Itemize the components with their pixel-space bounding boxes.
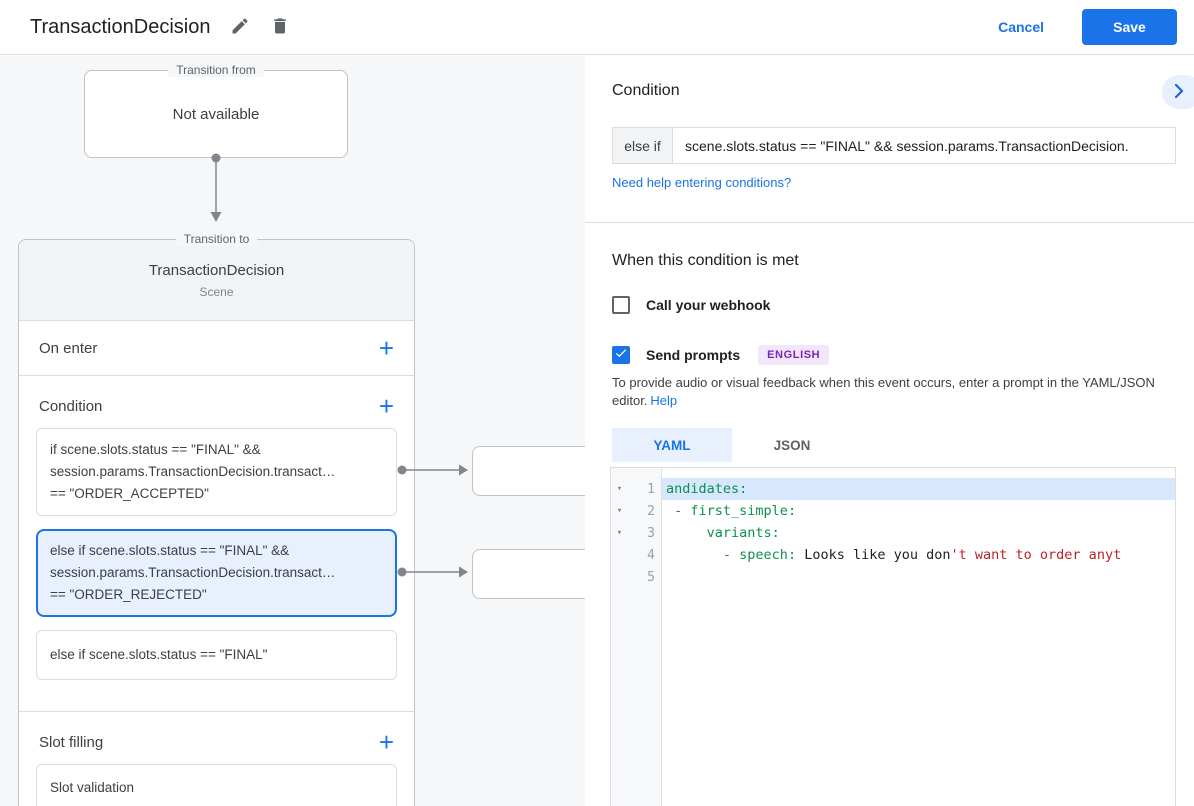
condition-card-final[interactable]: else if scene.slots.status == "FINAL" [36,630,397,680]
line-number: 1 [647,481,655,497]
condition-line: session.params.TransactionDecision.trans… [50,464,336,479]
condition-line: session.params.TransactionDecision.trans… [50,565,336,580]
condition-card-rejected-selected[interactable]: else if scene.slots.status == "FINAL" &&… [36,529,397,617]
feedback-text: To provide audio or visual feedback when… [612,374,1172,409]
send-prompts-checkbox[interactable] [612,346,630,364]
condition-input-group: else if [612,127,1176,164]
prompt-editor-tabs: YAML JSON [612,428,852,462]
feedback-help-link[interactable]: Help [650,392,678,408]
slot-filling-section: Slot filling + Slot validation [19,712,414,806]
slot-validation-card[interactable]: Slot validation [36,764,397,806]
scene-diagram-canvas: Transition from Not available Transition… [0,56,585,806]
gutter-row: 4 [611,544,661,566]
code-token [666,503,674,519]
gutter-row: ▾3 [611,522,661,544]
code-token: speech: [739,547,797,563]
code-token [666,525,707,541]
save-button[interactable]: Save [1082,9,1177,45]
send-prompts-row: Send prompts ENGLISH [612,345,830,365]
code-token: - [722,547,740,563]
line-number: 4 [647,547,655,563]
webhook-checkbox[interactable] [612,296,630,314]
condition-help-link[interactable]: Need help entering conditions? [612,175,792,190]
condition-line: if scene.slots.status == "FINAL" && [50,442,261,457]
trash-icon [270,16,290,39]
transition-from-value: Not available [172,105,260,123]
when-condition-title: When this condition is met [612,252,799,269]
code-line[interactable]: variants: [662,522,1175,544]
panel-title: Condition [612,82,680,99]
scene-card: Transition to TransactionDecision Scene … [18,232,415,806]
condition-line: == "ORDER_ACCEPTED" [50,486,209,501]
collapse-panel-button[interactable] [1162,75,1194,109]
transition-from-legend: Transition from [168,63,264,77]
code-token: 't want to order anyt [950,547,1122,563]
condition-prefix: else if [612,127,672,164]
transition-from-box: Transition from Not available [84,63,348,158]
edit-title-button[interactable] [230,16,250,39]
on-enter-section: On enter + [19,321,414,376]
scene-name: TransactionDecision [148,261,285,279]
webhook-row: Call your webhook [612,296,770,314]
scene-card-header[interactable]: TransactionDecision Scene [19,240,414,321]
scene-type-label: Scene [199,284,234,299]
add-condition-button[interactable]: + [375,393,398,419]
gutter-row: ▾1 [611,478,661,500]
gutter-row: 5 [611,566,661,588]
transition-target-box-rejected[interactable] [472,549,585,599]
on-enter-label: On enter [39,339,98,357]
line-number: 3 [647,525,655,541]
code-line[interactable] [662,566,1175,588]
page-title: TransactionDecision [30,15,211,38]
cancel-button[interactable]: Cancel [998,19,1044,35]
condition-card-accepted[interactable]: if scene.slots.status == "FINAL" && sess… [36,428,397,516]
add-on-enter-button[interactable]: + [375,335,398,361]
condition-section: Condition + if scene.slots.status == "FI… [19,376,414,712]
tab-yaml[interactable]: YAML [612,428,732,462]
condition-section-label: Condition [39,397,103,415]
condition-expression-input[interactable] [672,127,1176,164]
pencil-icon [230,16,250,39]
condition-line: else if scene.slots.status == "FINAL" && [50,543,290,558]
chevron-right-icon [1174,83,1184,101]
add-slot-button[interactable]: + [375,729,398,755]
code-token: Looks like you don [796,547,951,563]
code-token: variants: [706,525,780,541]
language-badge: ENGLISH [758,345,830,365]
webhook-label: Call your webhook [646,297,771,313]
code-token: first_simple: [690,503,797,519]
condition-editor-panel: Condition else if Need help entering con… [585,56,1194,806]
code-token: andidates: [666,481,748,497]
code-line[interactable]: - first_simple: [662,500,1175,522]
code-token: - [674,503,691,519]
code-line[interactable]: - speech: Looks like you don't want to o… [662,544,1175,566]
condition-line: == "ORDER_REJECTED" [50,587,207,602]
code-token [666,547,723,563]
feedback-text-body: To provide audio or visual feedback when… [612,375,1155,408]
condition-line: else if scene.slots.status == "FINAL" [50,647,268,662]
gutter-row: ▾2 [611,500,661,522]
transition-to-legend: Transition to [175,232,258,246]
transition-target-box-accepted[interactable] [472,446,585,496]
tab-json[interactable]: JSON [773,437,811,453]
send-prompts-label: Send prompts [646,347,741,363]
code-line[interactable]: andidates: [662,478,1175,500]
slot-filling-label: Slot filling [39,733,104,751]
panel-divider [585,222,1194,223]
fold-arrow-icon[interactable]: ▾ [616,484,623,494]
fold-arrow-icon[interactable]: ▾ [616,506,623,516]
checkmark-icon [614,346,628,365]
line-number: 5 [647,569,655,585]
line-number: 2 [647,503,655,519]
delete-scene-button[interactable] [270,16,290,39]
top-bar: TransactionDecision Cancel Save [0,0,1194,55]
editor-code[interactable]: andidates: - first_simple: variants: - s… [662,468,1175,806]
fold-arrow-icon[interactable]: ▾ [616,528,623,538]
